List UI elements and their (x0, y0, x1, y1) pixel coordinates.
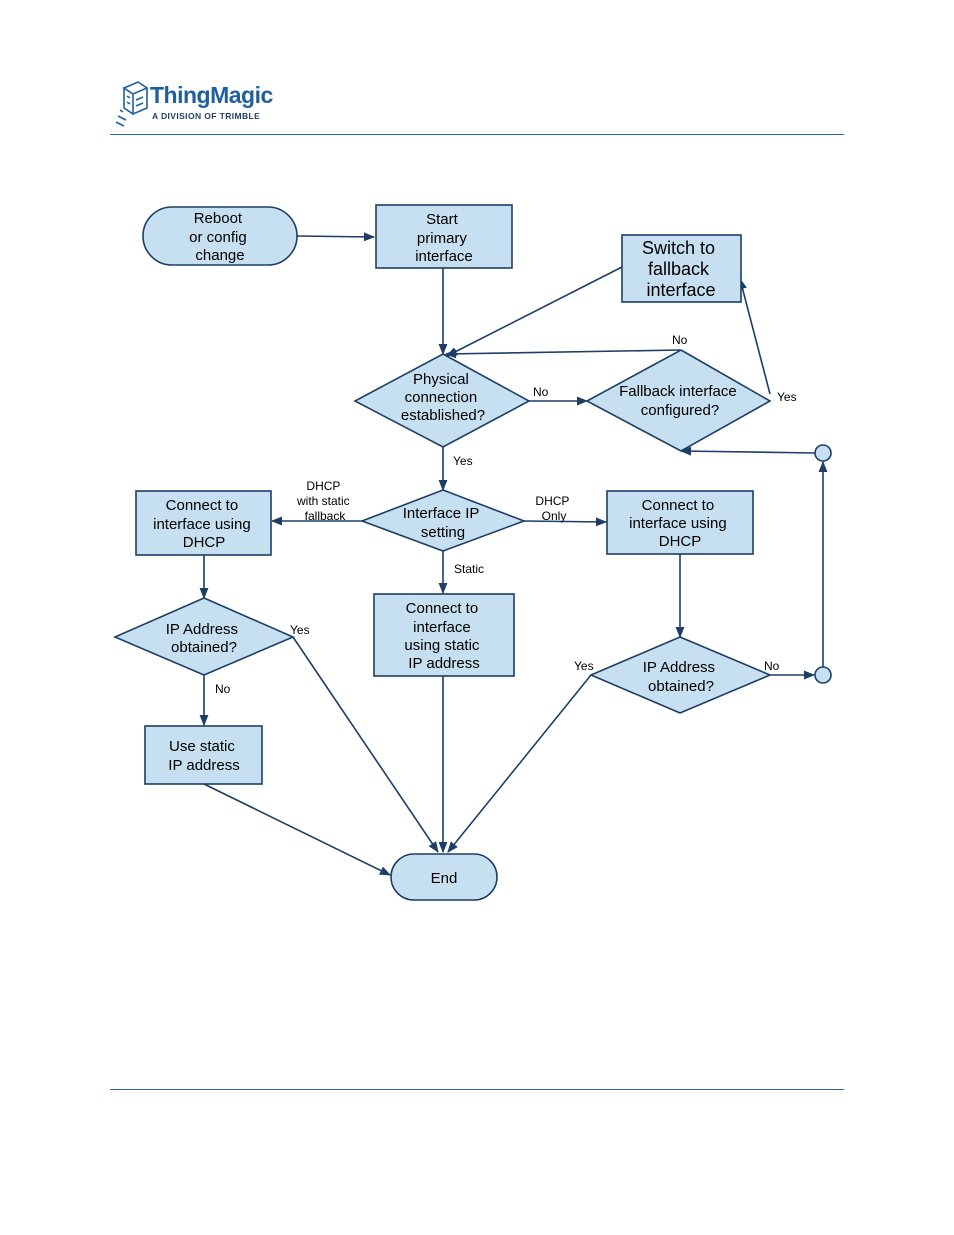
edge-reboot-to-start (296, 232, 376, 242)
node-connect-static (373, 593, 515, 677)
node-reboot (142, 206, 298, 266)
label-start-primary: Start primary interface (415, 211, 473, 265)
label-use-static: Use static IP address (168, 738, 239, 774)
label-physical-connection: Physical connection established? (401, 371, 485, 424)
label-fallback-configured: Fallback interface configured? (619, 383, 741, 419)
edge-label-fallback-yes: Yes (777, 390, 797, 404)
edge-connector-to-fallback (679, 446, 816, 456)
edge-left-ip-yes-to-end (292, 636, 439, 853)
label-ip-obtained-left: IP Address obtained? (166, 621, 242, 656)
label-connect-dhcp-left: Connect to interface using DHCP (153, 497, 255, 551)
connector-top (814, 444, 832, 462)
label-interface-ip-setting: Interface IP setting (403, 505, 484, 541)
brand-name: ThingMagic (150, 82, 273, 108)
label-connect-static: Connect to interface using static IP add… (404, 600, 483, 672)
node-physical-connection (353, 353, 531, 448)
edge-right-ip-yes-to-end (447, 674, 592, 853)
edge-label-static: Static (454, 562, 484, 576)
edges (199, 232, 828, 876)
thingmagic-cube-logo-icon (115, 81, 149, 127)
edge-setting-to-right-dhcp (523, 517, 608, 527)
node-end (390, 853, 498, 901)
edge-label-physical-no: No (533, 385, 549, 399)
edge-fallback-no-to-physical (444, 349, 681, 359)
node-connect-dhcp-right (606, 490, 754, 555)
thingmagic-logo: ThingMagic A DIVISION OF TRIMBLE (114, 78, 284, 130)
label-switch-fallback: Switch to fallback interface (642, 238, 720, 300)
edge-use-static-to-end (203, 783, 392, 876)
node-connect-dhcp-left (135, 490, 272, 556)
node-use-static (144, 725, 263, 785)
brand-tagline: A DIVISION OF TRIMBLE (152, 111, 261, 121)
edge-fallback-yes-to-switch (738, 277, 771, 395)
label-end: End (431, 870, 458, 887)
edge-label-fallback-no: No (672, 333, 688, 347)
node-ip-obtained-right (588, 636, 773, 714)
node-ip-obtained-left (112, 597, 296, 676)
header-rule (110, 134, 844, 135)
edge-label-dhcp-only: DHCP Only (535, 494, 572, 523)
edge-label-physical-yes: Yes (453, 454, 473, 468)
edge-label-right-ip-no: No (764, 659, 780, 673)
edge-label-left-ip-no: No (215, 682, 231, 696)
edge-label-left-ip-yes: Yes (290, 623, 310, 637)
node-interface-ip-setting (359, 489, 527, 552)
node-fallback-configured (585, 349, 772, 452)
label-ip-obtained-right: IP Address obtained? (643, 659, 719, 695)
label-connect-dhcp-right: Connect to interface using DHCP (629, 497, 731, 550)
connector-bottom (814, 666, 832, 684)
edge-switch-to-physical (446, 266, 623, 357)
footer-rule (110, 1089, 844, 1090)
node-start-primary (375, 204, 513, 269)
node-switch-fallback (621, 234, 742, 303)
edge-label-right-ip-yes: Yes (574, 659, 594, 673)
label-reboot: Reboot or config change (189, 210, 251, 264)
edge-label-dhcp-static-fallback: DHCP with static fallback (296, 479, 353, 523)
